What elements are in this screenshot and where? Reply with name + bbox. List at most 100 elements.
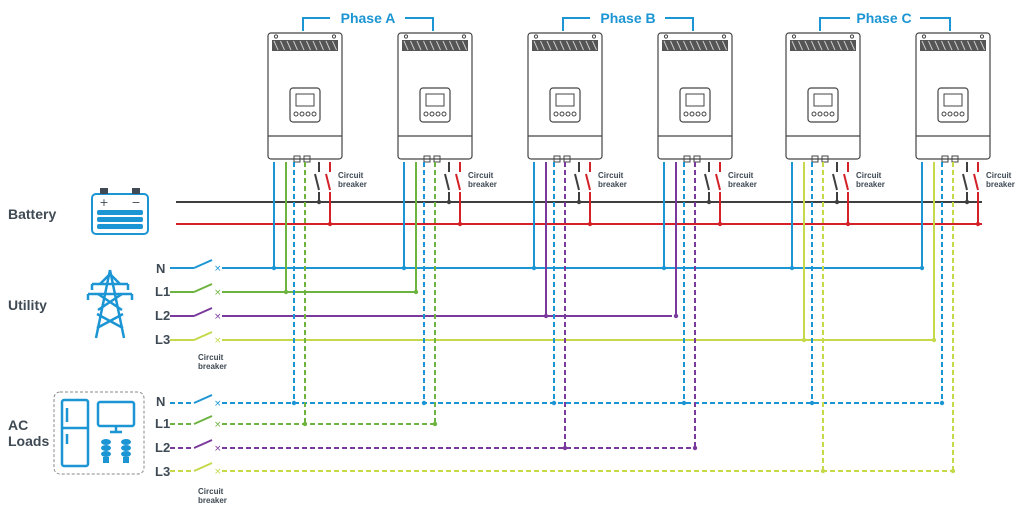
inverter-screen bbox=[943, 93, 963, 107]
vent-slat bbox=[579, 40, 584, 51]
breaker-caption-5b: breaker bbox=[856, 180, 885, 189]
inverter-button bbox=[423, 111, 429, 117]
terminal bbox=[821, 155, 829, 163]
inverter-icon bbox=[915, 32, 991, 163]
junction-dot bbox=[457, 221, 463, 227]
inverter-panel bbox=[937, 87, 969, 123]
wiring: ×××××××× bbox=[170, 162, 982, 477]
vent-slat bbox=[722, 40, 727, 51]
svg-text:−: − bbox=[131, 196, 140, 209]
breaker-caption-6a: Circuit bbox=[986, 171, 1012, 180]
vent-slat bbox=[837, 40, 842, 51]
inverter-screen bbox=[425, 93, 445, 107]
battery-breaker-switch bbox=[314, 173, 320, 191]
vent-slat bbox=[663, 40, 669, 51]
mount-hole bbox=[331, 34, 337, 39]
vent-slat bbox=[462, 40, 467, 51]
junction-dot bbox=[576, 199, 582, 205]
breaker-x-mark: × bbox=[214, 444, 222, 454]
inverter-button bbox=[571, 111, 577, 117]
svg-text:+: + bbox=[99, 196, 108, 209]
inverter-body bbox=[267, 32, 343, 160]
junction-dot bbox=[291, 400, 297, 406]
vent-slat bbox=[817, 40, 823, 51]
junction-dot bbox=[446, 199, 452, 205]
breaker-caption-1a: Circuit bbox=[338, 171, 364, 180]
vent-slat bbox=[928, 40, 933, 51]
battery-breaker-switch bbox=[715, 173, 721, 191]
inverter-vent bbox=[790, 40, 856, 51]
inverter-button bbox=[299, 111, 305, 117]
vent-slat bbox=[954, 40, 959, 51]
battery-breaker-switch bbox=[585, 173, 591, 191]
breaker-x-mark: × bbox=[214, 288, 222, 298]
battery-breaker-switch bbox=[455, 173, 461, 191]
vent-slat bbox=[449, 40, 454, 51]
junction-dot bbox=[401, 265, 407, 271]
vent-slat bbox=[850, 40, 855, 51]
vent-slat bbox=[442, 40, 448, 51]
vent-slat bbox=[941, 40, 946, 51]
load-line-n: N bbox=[156, 394, 165, 409]
inverter-panel bbox=[419, 87, 451, 123]
inverter-body bbox=[657, 32, 733, 160]
inverter-button bbox=[553, 111, 559, 117]
terminal bbox=[303, 155, 311, 163]
inverter-icon bbox=[397, 32, 473, 163]
battery-breaker-switch bbox=[832, 173, 838, 191]
junction-dot bbox=[681, 400, 687, 406]
vent-slat bbox=[715, 40, 721, 51]
vent-slat bbox=[830, 40, 836, 51]
inverter-vent bbox=[662, 40, 728, 51]
battery-breaker-switch bbox=[962, 173, 968, 191]
junction-dot bbox=[562, 445, 568, 451]
home-appliances-icon bbox=[53, 391, 145, 475]
vent-slat bbox=[429, 40, 435, 51]
inverter-button bbox=[811, 111, 817, 117]
inverter-screen bbox=[295, 93, 315, 107]
vent-slat bbox=[546, 40, 552, 51]
vent-slat bbox=[670, 40, 675, 51]
vent-slat bbox=[299, 40, 305, 51]
junction-dot bbox=[931, 337, 937, 343]
mount-hole bbox=[461, 34, 467, 39]
vent-slat bbox=[293, 40, 298, 51]
mount-hole bbox=[849, 34, 855, 39]
inverter-vent bbox=[402, 40, 468, 51]
battery-breaker-switch bbox=[704, 173, 710, 191]
vent-slat bbox=[921, 40, 927, 51]
vent-slat bbox=[702, 40, 708, 51]
transmission-tower-icon bbox=[86, 269, 134, 339]
vent-slat bbox=[423, 40, 428, 51]
vent-slat bbox=[286, 40, 292, 51]
junction-dot bbox=[673, 313, 679, 319]
vent-slat bbox=[325, 40, 331, 51]
breaker-caption-1b: breaker bbox=[338, 180, 367, 189]
vent-slat bbox=[566, 40, 571, 51]
junction-dot bbox=[706, 199, 712, 205]
battery-breaker-switch bbox=[444, 173, 450, 191]
inverter-button bbox=[305, 111, 311, 117]
junction-dot bbox=[421, 400, 427, 406]
vent-slat bbox=[572, 40, 578, 51]
junction-dot bbox=[283, 289, 289, 295]
vent-slat bbox=[592, 40, 597, 51]
load-breaker-switch bbox=[193, 439, 213, 449]
vent-slat bbox=[683, 40, 688, 51]
inverter-vent bbox=[532, 40, 598, 51]
vent-slat bbox=[410, 40, 415, 51]
vent-slat bbox=[709, 40, 714, 51]
junction-dot bbox=[316, 199, 322, 205]
vent-slat bbox=[585, 40, 591, 51]
terminal bbox=[811, 155, 819, 163]
breaker-x-mark: × bbox=[214, 312, 222, 322]
load-line-l3: L3 bbox=[155, 464, 170, 479]
inverter-button bbox=[695, 111, 701, 117]
utility-breaker-caption-1: Circuit bbox=[198, 353, 224, 362]
utility-line-l3: L3 bbox=[155, 332, 170, 347]
junction-dot bbox=[271, 265, 277, 271]
junction-dot bbox=[820, 468, 826, 474]
inverter-button bbox=[817, 111, 823, 117]
battery-icon: + − bbox=[91, 188, 149, 235]
utility-line-l1: L1 bbox=[155, 284, 170, 299]
